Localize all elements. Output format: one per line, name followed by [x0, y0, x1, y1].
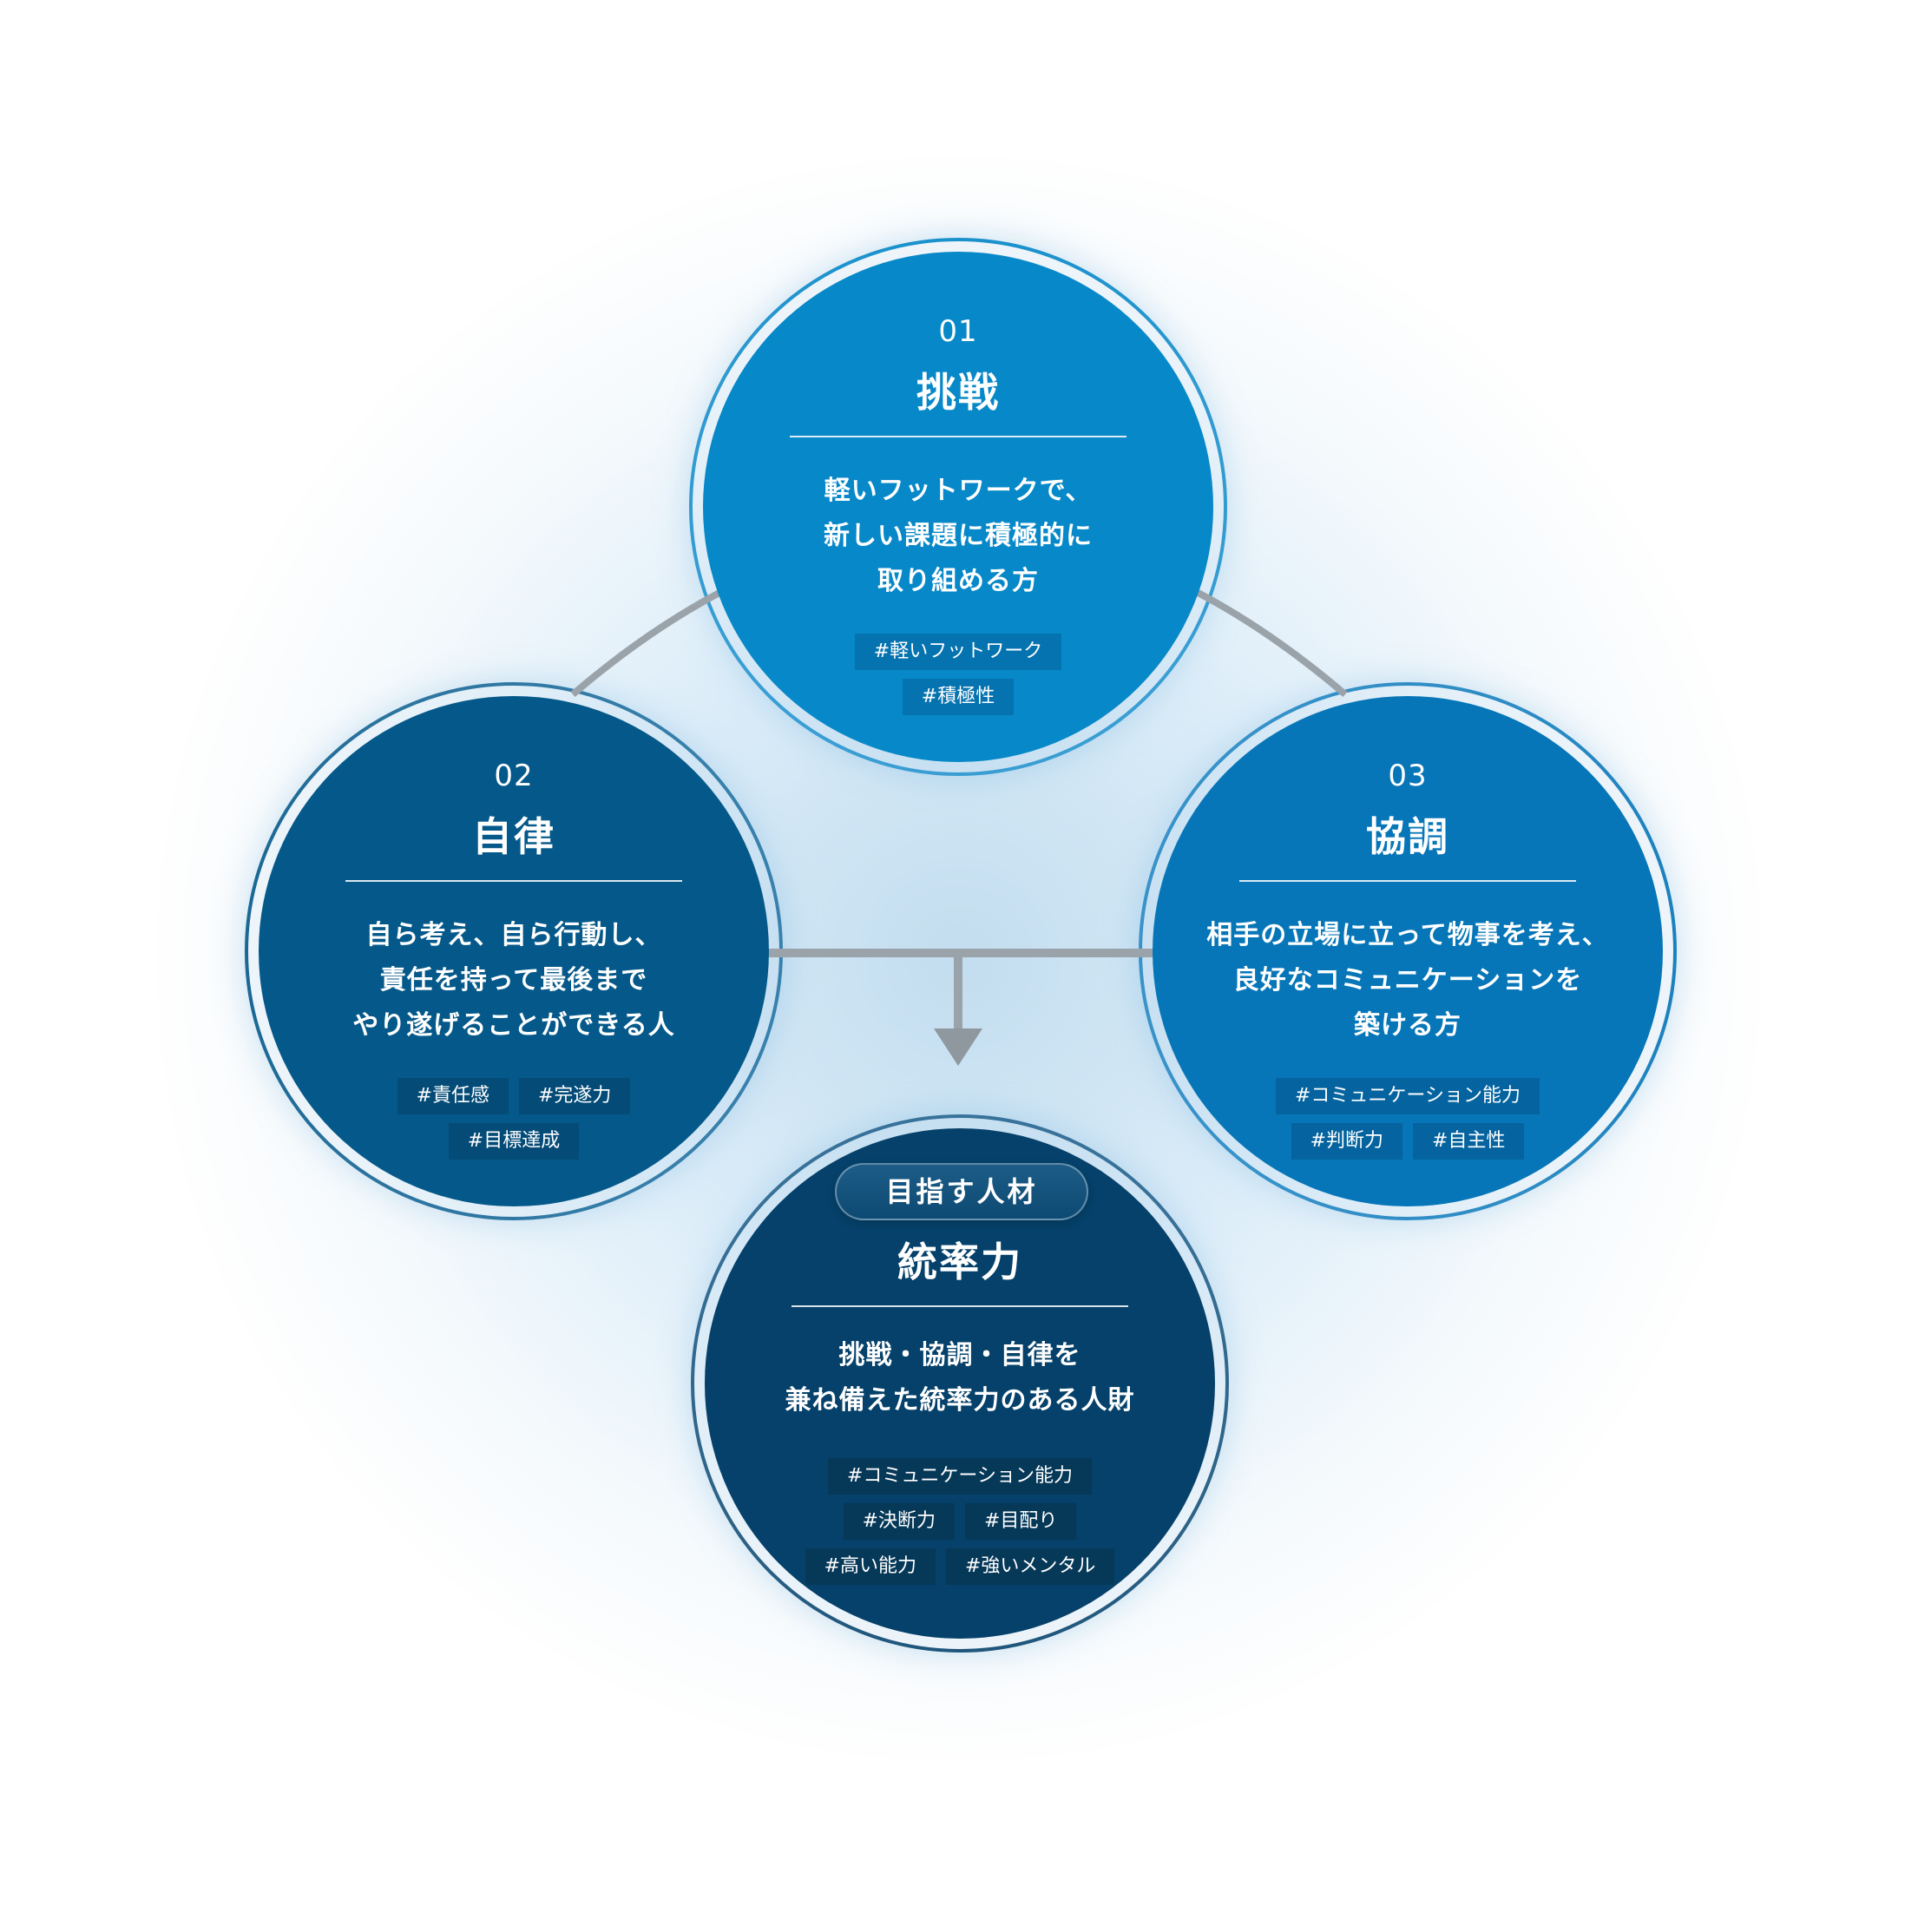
tag: #目標達成: [448, 1123, 580, 1160]
description-line: 自ら考え、自ら行動し、: [365, 920, 662, 950]
divider: [792, 1305, 1128, 1307]
circle-number: 03: [1388, 759, 1428, 793]
tag: #責任感: [397, 1078, 509, 1114]
tag: #コミュニケーション能力: [828, 1458, 1092, 1495]
divider: [345, 880, 682, 882]
description-line: 築ける方: [1354, 1010, 1461, 1041]
circle-title: 挑戦: [916, 369, 1000, 416]
tag: #目配り: [965, 1503, 1077, 1540]
description-line: 新しい課題に積極的に: [824, 521, 1093, 551]
circle-challenge: 01 挑戦 軽いフットワークで、 新しい課題に積極的に 取り組める方 #軽いフッ…: [689, 238, 1227, 776]
description-line: 取り組める方: [877, 566, 1039, 596]
tag: #判断力: [1291, 1123, 1402, 1160]
tag: #強いメンタル: [946, 1548, 1115, 1585]
tag: #軽いフットワーク: [854, 634, 1062, 670]
tag-list: #責任感 #完遂力 #目標達成: [380, 1078, 647, 1160]
circle-title: 協調: [1366, 813, 1449, 860]
circle-description: 軽いフットワークで、 新しい課題に積極的に 取り組める方: [738, 469, 1179, 604]
circle-description: 相手の立場に立って物事を考え、 良好なコミュニケーションを 築ける方: [1187, 913, 1628, 1048]
description-line: 挑戦・協調・自律を: [838, 1340, 1081, 1370]
description-line: 相手の立場に立って物事を考え、: [1206, 920, 1609, 950]
circle-title: 自律: [472, 813, 555, 860]
divider: [1239, 880, 1576, 882]
description-line: 軽いフットワークで、: [824, 476, 1093, 506]
target-talent-badge: 目指す人材: [835, 1163, 1088, 1220]
tag: #決断力: [843, 1503, 955, 1540]
tag: #自主性: [1413, 1123, 1525, 1160]
down-arrow-icon: [934, 1028, 982, 1066]
tag: #高い能力: [805, 1548, 936, 1585]
circle-description: 挑戦・協調・自律を 兼ね備えた統率力のある人財: [739, 1333, 1180, 1423]
tag: #コミュニケーション能力: [1276, 1078, 1540, 1114]
circle-title: 統率力: [897, 1239, 1022, 1285]
description-line: 責任を持って最後まで: [379, 965, 648, 996]
description-line: 兼ね備えた統率力のある人財: [785, 1385, 1135, 1416]
circle-number: 01: [938, 314, 978, 349]
description-line: やり遂げることができる人: [352, 1010, 675, 1041]
divider: [790, 436, 1126, 437]
tag: #完遂力: [519, 1078, 631, 1114]
circle-cooperation: 03 協調 相手の立場に立って物事を考え、 良好なコミュニケーションを 築ける方…: [1139, 682, 1677, 1220]
tag-list: #コミュニケーション能力 #判断力 #自主性: [1257, 1078, 1559, 1160]
tag: #積極性: [902, 679, 1015, 715]
description-line: 良好なコミュニケーションを: [1232, 965, 1583, 996]
circle-autonomy: 02 自律 自ら考え、自ら行動し、 責任を持って最後まで やり遂げることができる…: [245, 682, 783, 1220]
circle-number: 02: [494, 759, 534, 793]
tag-list: #コミュニケーション能力 #決断力 #目配り #高い能力 #強いメンタル: [783, 1458, 1137, 1585]
circle-description: 自ら考え、自ら行動し、 責任を持って最後まで やり遂げることができる人: [293, 913, 734, 1048]
tag-list: #軽いフットワーク #積極性: [798, 634, 1118, 715]
